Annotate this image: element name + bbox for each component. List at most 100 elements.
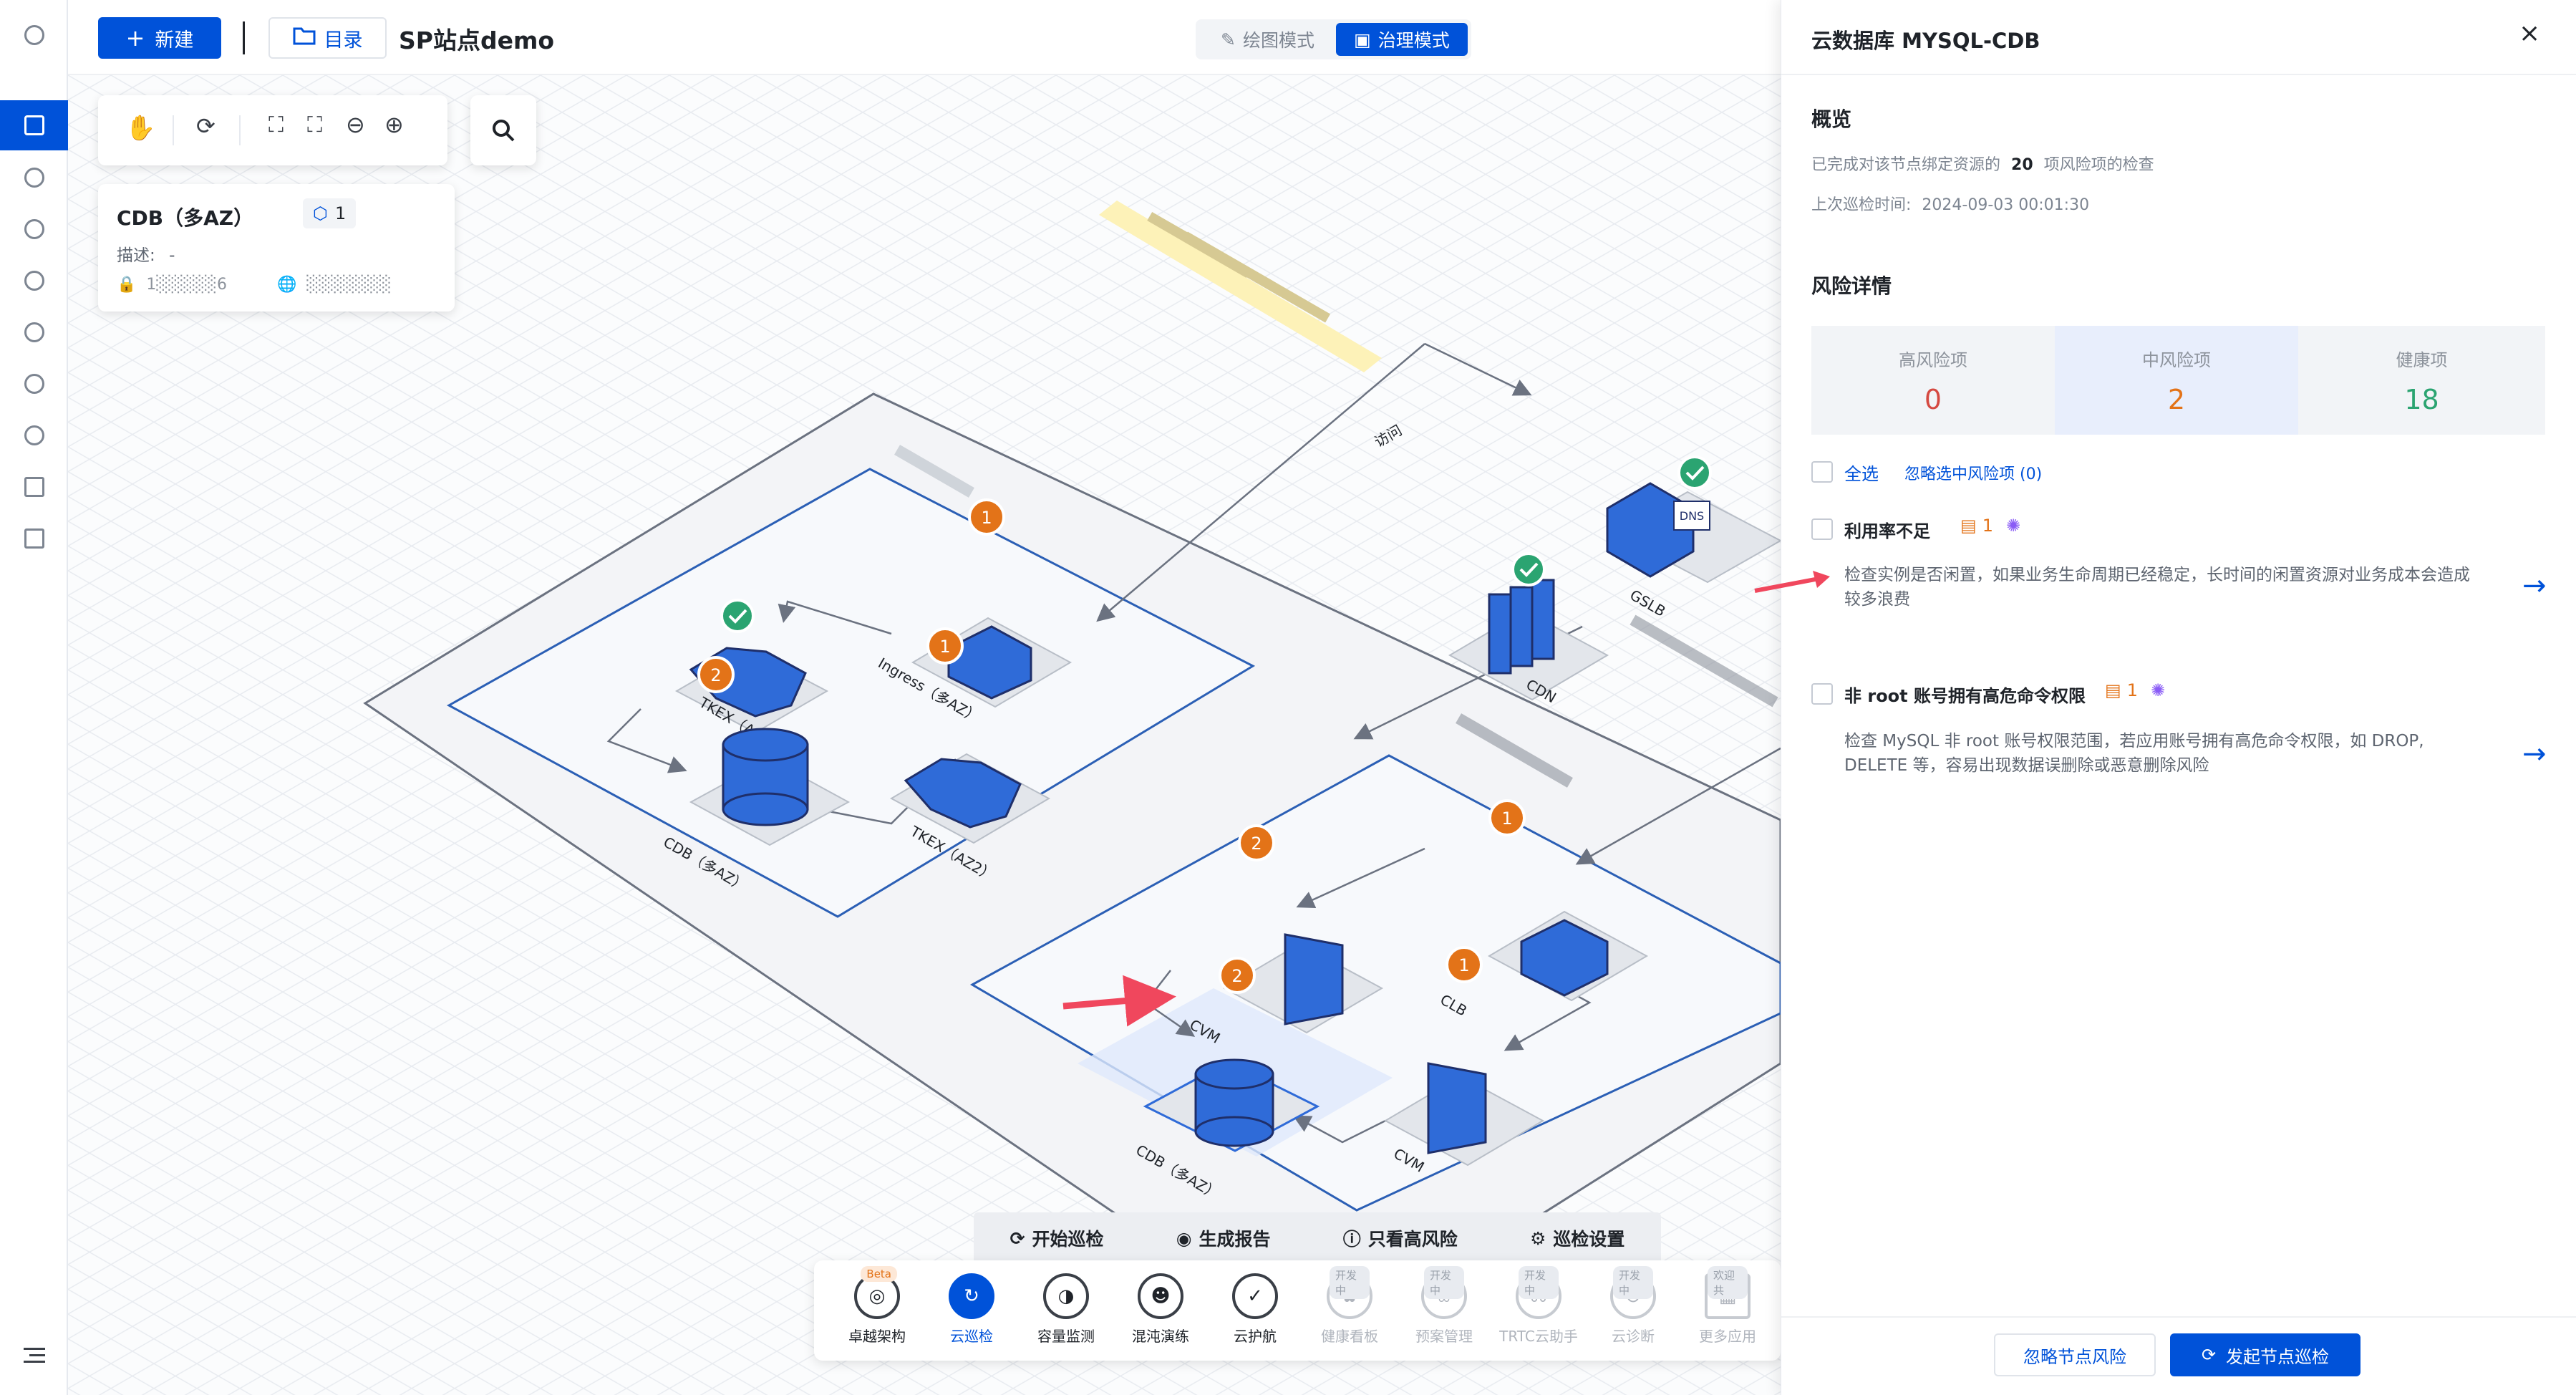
arrow-right-icon[interactable]: → (2522, 569, 2547, 602)
risk-resource-count[interactable]: ▤ 1 ✺ (2105, 680, 2166, 700)
nav-icon-7[interactable] (0, 410, 68, 460)
zoom-in-icon[interactable]: ⊕ (384, 111, 404, 138)
start-node-inspection-button[interactable]: ⟳ 发起节点巡检 (2170, 1333, 2360, 1376)
app-chaos[interactable]: ☻ 混沌演练 (1113, 1273, 1208, 1352)
eye-icon: ◉ (1176, 1227, 1192, 1249)
app-escort[interactable]: ✓ 云护航 (1208, 1273, 1302, 1352)
app-capacity[interactable]: ◑ 容量监测 (1019, 1273, 1113, 1352)
risk-badge[interactable]: 2 (697, 656, 735, 693)
overview-summary: 已完成对该节点绑定资源的 20 项风险项的检查 (1811, 156, 2154, 174)
select-all-checkbox[interactable] (1811, 461, 1833, 483)
risk-title: 利用率不足 (1844, 521, 1930, 541)
risk-badge[interactable]: 2 (1238, 824, 1275, 861)
healthy-check-icon (1511, 552, 1546, 587)
arrow-right-icon[interactable]: → (2522, 738, 2547, 771)
sparkle-icon: ✺ (2005, 516, 2021, 536)
node-info-card: CDB（多AZ） ⬡ 1 描述: - 🔒 1░░░░░6 🌐 ░░░░░░░ (98, 184, 455, 312)
refresh-icon: ⟳ (2201, 1345, 2217, 1365)
edge (1292, 1115, 1386, 1144)
edge (1424, 342, 1532, 396)
risk-badge[interactable]: 1 (968, 498, 1005, 536)
select-all-label[interactable]: 全选 (1844, 464, 1879, 484)
refresh-icon: ⟳ (1009, 1227, 1025, 1249)
govern-mode-tab[interactable]: ▣ 治理模式 (1336, 23, 1468, 56)
last-check-time: 上次巡检时间: 2024-09-03 00:01:30 (1811, 196, 2090, 214)
nav-icon-4[interactable] (0, 256, 68, 306)
topology-canvas[interactable]: DNS GSLB CDN 访问 TKEX（A Ingress（多 (68, 75, 1781, 1395)
risk-badge[interactable]: 1 (1488, 799, 1526, 836)
svg-text:2: 2 (710, 665, 721, 685)
lock-icon: 🔒 (117, 276, 137, 294)
nav-icon-5[interactable] (0, 307, 68, 357)
ignore-selected-link[interactable]: 忽略选中风险项 (0) (1904, 465, 2043, 483)
generate-report-button[interactable]: ◉生成报告 (1176, 1227, 1271, 1250)
red-arrow-annotation (1062, 975, 1176, 1027)
fit-screen-icon[interactable]: ⛶ (268, 112, 284, 137)
menu-expand-icon[interactable] (0, 1331, 68, 1381)
risk-badge[interactable]: 2 (1219, 957, 1256, 994)
divider (239, 115, 241, 145)
topology-icon[interactable] (0, 100, 68, 150)
user-avatar-icon[interactable] (0, 10, 68, 60)
globe-icon: 🌐 (277, 276, 297, 294)
edge (1096, 343, 1425, 622)
catalog-button[interactable]: 目录 (268, 17, 387, 59)
pencil-icon: ✎ (1221, 29, 1236, 50)
docs-icon[interactable] (0, 462, 68, 512)
az1-zone[interactable] (446, 468, 1256, 918)
edge (606, 708, 687, 773)
hand-icon[interactable]: ✋ (125, 114, 156, 143)
medium-risk-stat[interactable]: 中风险项 2 (2055, 326, 2298, 435)
search-button[interactable] (470, 95, 536, 165)
cvm-node-2[interactable]: CVM (1383, 1062, 1545, 1176)
nav-icon-6[interactable] (0, 359, 68, 409)
diagnose-icon: ⊙开发中 (1610, 1266, 1656, 1319)
cube-icon: ⬡ (313, 203, 328, 223)
svg-text:1: 1 (981, 508, 992, 528)
ignore-node-risk-button[interactable]: 忽略节点风险 (1994, 1333, 2156, 1376)
sticky-note[interactable] (1099, 201, 1382, 372)
risk-resource-count[interactable]: ▤ 1 ✺ (1960, 516, 2021, 536)
canvas-toolbar: ✋ ⟳ ⛶ ⛶ ⊖ ⊕ (98, 95, 447, 165)
alert-icon: ⓘ (1342, 1229, 1361, 1250)
dev-tag: 开发中 (1330, 1266, 1370, 1299)
gslb-node[interactable]: DNS GSLB (1606, 482, 1781, 620)
gear-icon: ⚙ (1529, 1227, 1546, 1249)
app-trtc: ☊开发中 TRTC云助手 (1491, 1266, 1586, 1352)
zoom-out-icon[interactable]: ⊖ (346, 111, 365, 138)
trtc-icon: ☊开发中 (1516, 1266, 1561, 1319)
risk-title: 非 root 账号拥有高危命令权限 (1844, 686, 2086, 706)
nav-icon-2[interactable] (0, 153, 68, 203)
resource-count-badge[interactable]: ⬡ 1 (303, 198, 357, 228)
new-button[interactable]: + 新建 (98, 17, 221, 59)
draw-mode-tab[interactable]: ✎ 绘图模式 (1221, 29, 1314, 52)
node-title: CDB（多AZ） (117, 206, 254, 230)
healthy-check-icon (1677, 455, 1712, 490)
edge (1296, 847, 1425, 909)
nav-icon-9[interactable] (0, 513, 68, 564)
cdn-node[interactable]: CDN (1448, 579, 1609, 706)
app-architecture[interactable]: ◎Beta 卓越架构 (848, 1266, 906, 1345)
plan-icon: ❀开发中 (1421, 1266, 1467, 1319)
start-inspection-button[interactable]: ⟳开始巡检 (1009, 1227, 1104, 1250)
resource-icon: ▤ (1960, 516, 1977, 536)
risk-details-title: 风险详情 (1811, 274, 1892, 298)
risk-badge[interactable]: 1 (1446, 946, 1483, 983)
app-cloud-inspect[interactable]: ↻ 云巡检 (924, 1273, 1019, 1352)
risk-checkbox[interactable] (1811, 683, 1833, 705)
svg-text:1: 1 (1501, 808, 1512, 829)
fullscreen-icon[interactable]: ⛶ (307, 112, 322, 137)
healthy-stat[interactable]: 健康项 18 (2298, 326, 2545, 435)
high-risk-stat[interactable]: 高风险项 0 (1811, 326, 2055, 435)
nav-icon-3[interactable] (0, 204, 68, 254)
blurred-text (894, 445, 974, 498)
inspection-settings-button[interactable]: ⚙巡检设置 (1529, 1227, 1625, 1250)
risk-checkbox[interactable] (1811, 518, 1833, 540)
risk-badge[interactable]: 1 (926, 627, 964, 665)
close-icon[interactable]: × (2519, 19, 2541, 48)
search-icon (493, 120, 515, 142)
rotate-3d-icon[interactable]: ⟳ (196, 112, 216, 140)
node-desc: 描述: - (117, 246, 175, 265)
drawer-title: 云数据库 MYSQL-CDB (1811, 29, 2040, 53)
